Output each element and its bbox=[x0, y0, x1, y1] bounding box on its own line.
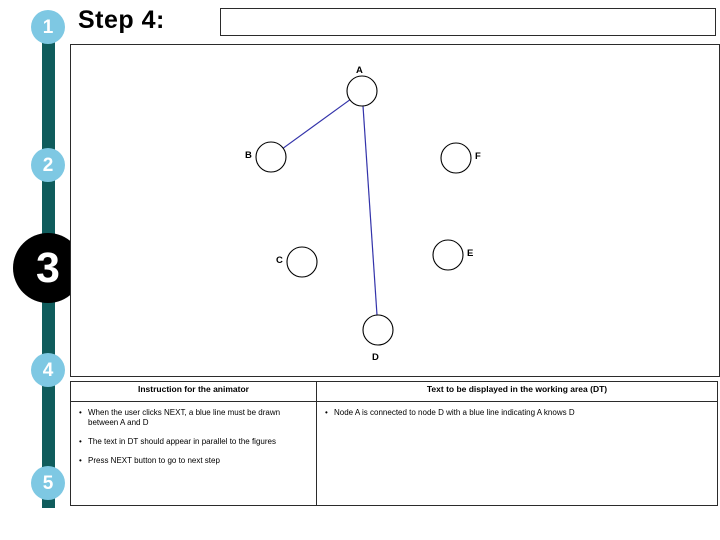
animator-instruction-1: When the user clicks NEXT, a blue line m… bbox=[79, 408, 310, 428]
graph-node-B[interactable] bbox=[255, 141, 287, 173]
step-item-4[interactable]: 4 bbox=[31, 353, 65, 387]
step-item-2[interactable]: 2 bbox=[31, 148, 65, 182]
graph-node-A[interactable] bbox=[346, 75, 378, 107]
step-label-5: 5 bbox=[42, 472, 54, 494]
display-text-list: Node A is connected to node D with a blu… bbox=[317, 402, 717, 433]
table-row: When the user clicks NEXT, a blue line m… bbox=[70, 401, 718, 506]
graph-node-E[interactable] bbox=[432, 239, 464, 271]
step-indicator: 1 2 3 4 5 bbox=[0, 0, 83, 540]
graph-edge-AB bbox=[282, 99, 351, 149]
animator-instruction-2: The text in DT should appear in parallel… bbox=[79, 437, 310, 447]
graph-node-F[interactable] bbox=[440, 142, 472, 174]
graph-edge-AD bbox=[362, 105, 378, 316]
graph-node-label-F: F bbox=[475, 151, 481, 162]
column-header-display-text: Text to be displayed in the working area… bbox=[316, 381, 718, 402]
step-label-2: 2 bbox=[42, 154, 54, 176]
graph-svg bbox=[255, 75, 472, 346]
animator-instruction-3: Press NEXT button to go to next step bbox=[79, 456, 310, 466]
animator-instructions-cell: When the user clicks NEXT, a blue line m… bbox=[70, 401, 317, 506]
table-header-row: Instruction for the animator Text to be … bbox=[70, 381, 718, 402]
step-item-5[interactable]: 5 bbox=[31, 466, 65, 500]
title-input[interactable] bbox=[220, 8, 716, 36]
graph-node-D[interactable] bbox=[362, 314, 394, 346]
graph-node-C[interactable] bbox=[286, 246, 318, 278]
step-label-1: 1 bbox=[42, 16, 54, 38]
animator-instruction-list: When the user clicks NEXT, a blue line m… bbox=[71, 402, 316, 481]
graph-node-label-E: E bbox=[467, 248, 474, 259]
step-label-4: 4 bbox=[42, 359, 54, 381]
display-text-cell: Node A is connected to node D with a blu… bbox=[316, 401, 718, 506]
step-item-1[interactable]: 1 bbox=[31, 10, 65, 44]
graph-node-label-C: C bbox=[276, 255, 283, 266]
page-title: Step 4: bbox=[78, 6, 165, 34]
graph-node-label-A: A bbox=[356, 65, 363, 76]
diagram-canvas: A B C D E F bbox=[70, 44, 720, 377]
graph-node-label-B: B bbox=[245, 150, 252, 161]
step-label-3: 3 bbox=[36, 243, 60, 292]
notes-table: Instruction for the animator Text to be … bbox=[70, 381, 718, 506]
display-text-item-1: Node A is connected to node D with a blu… bbox=[325, 408, 711, 418]
header: Step 4: bbox=[78, 6, 718, 42]
graph-node-label-D: D bbox=[372, 352, 379, 363]
column-header-animator: Instruction for the animator bbox=[70, 381, 317, 402]
